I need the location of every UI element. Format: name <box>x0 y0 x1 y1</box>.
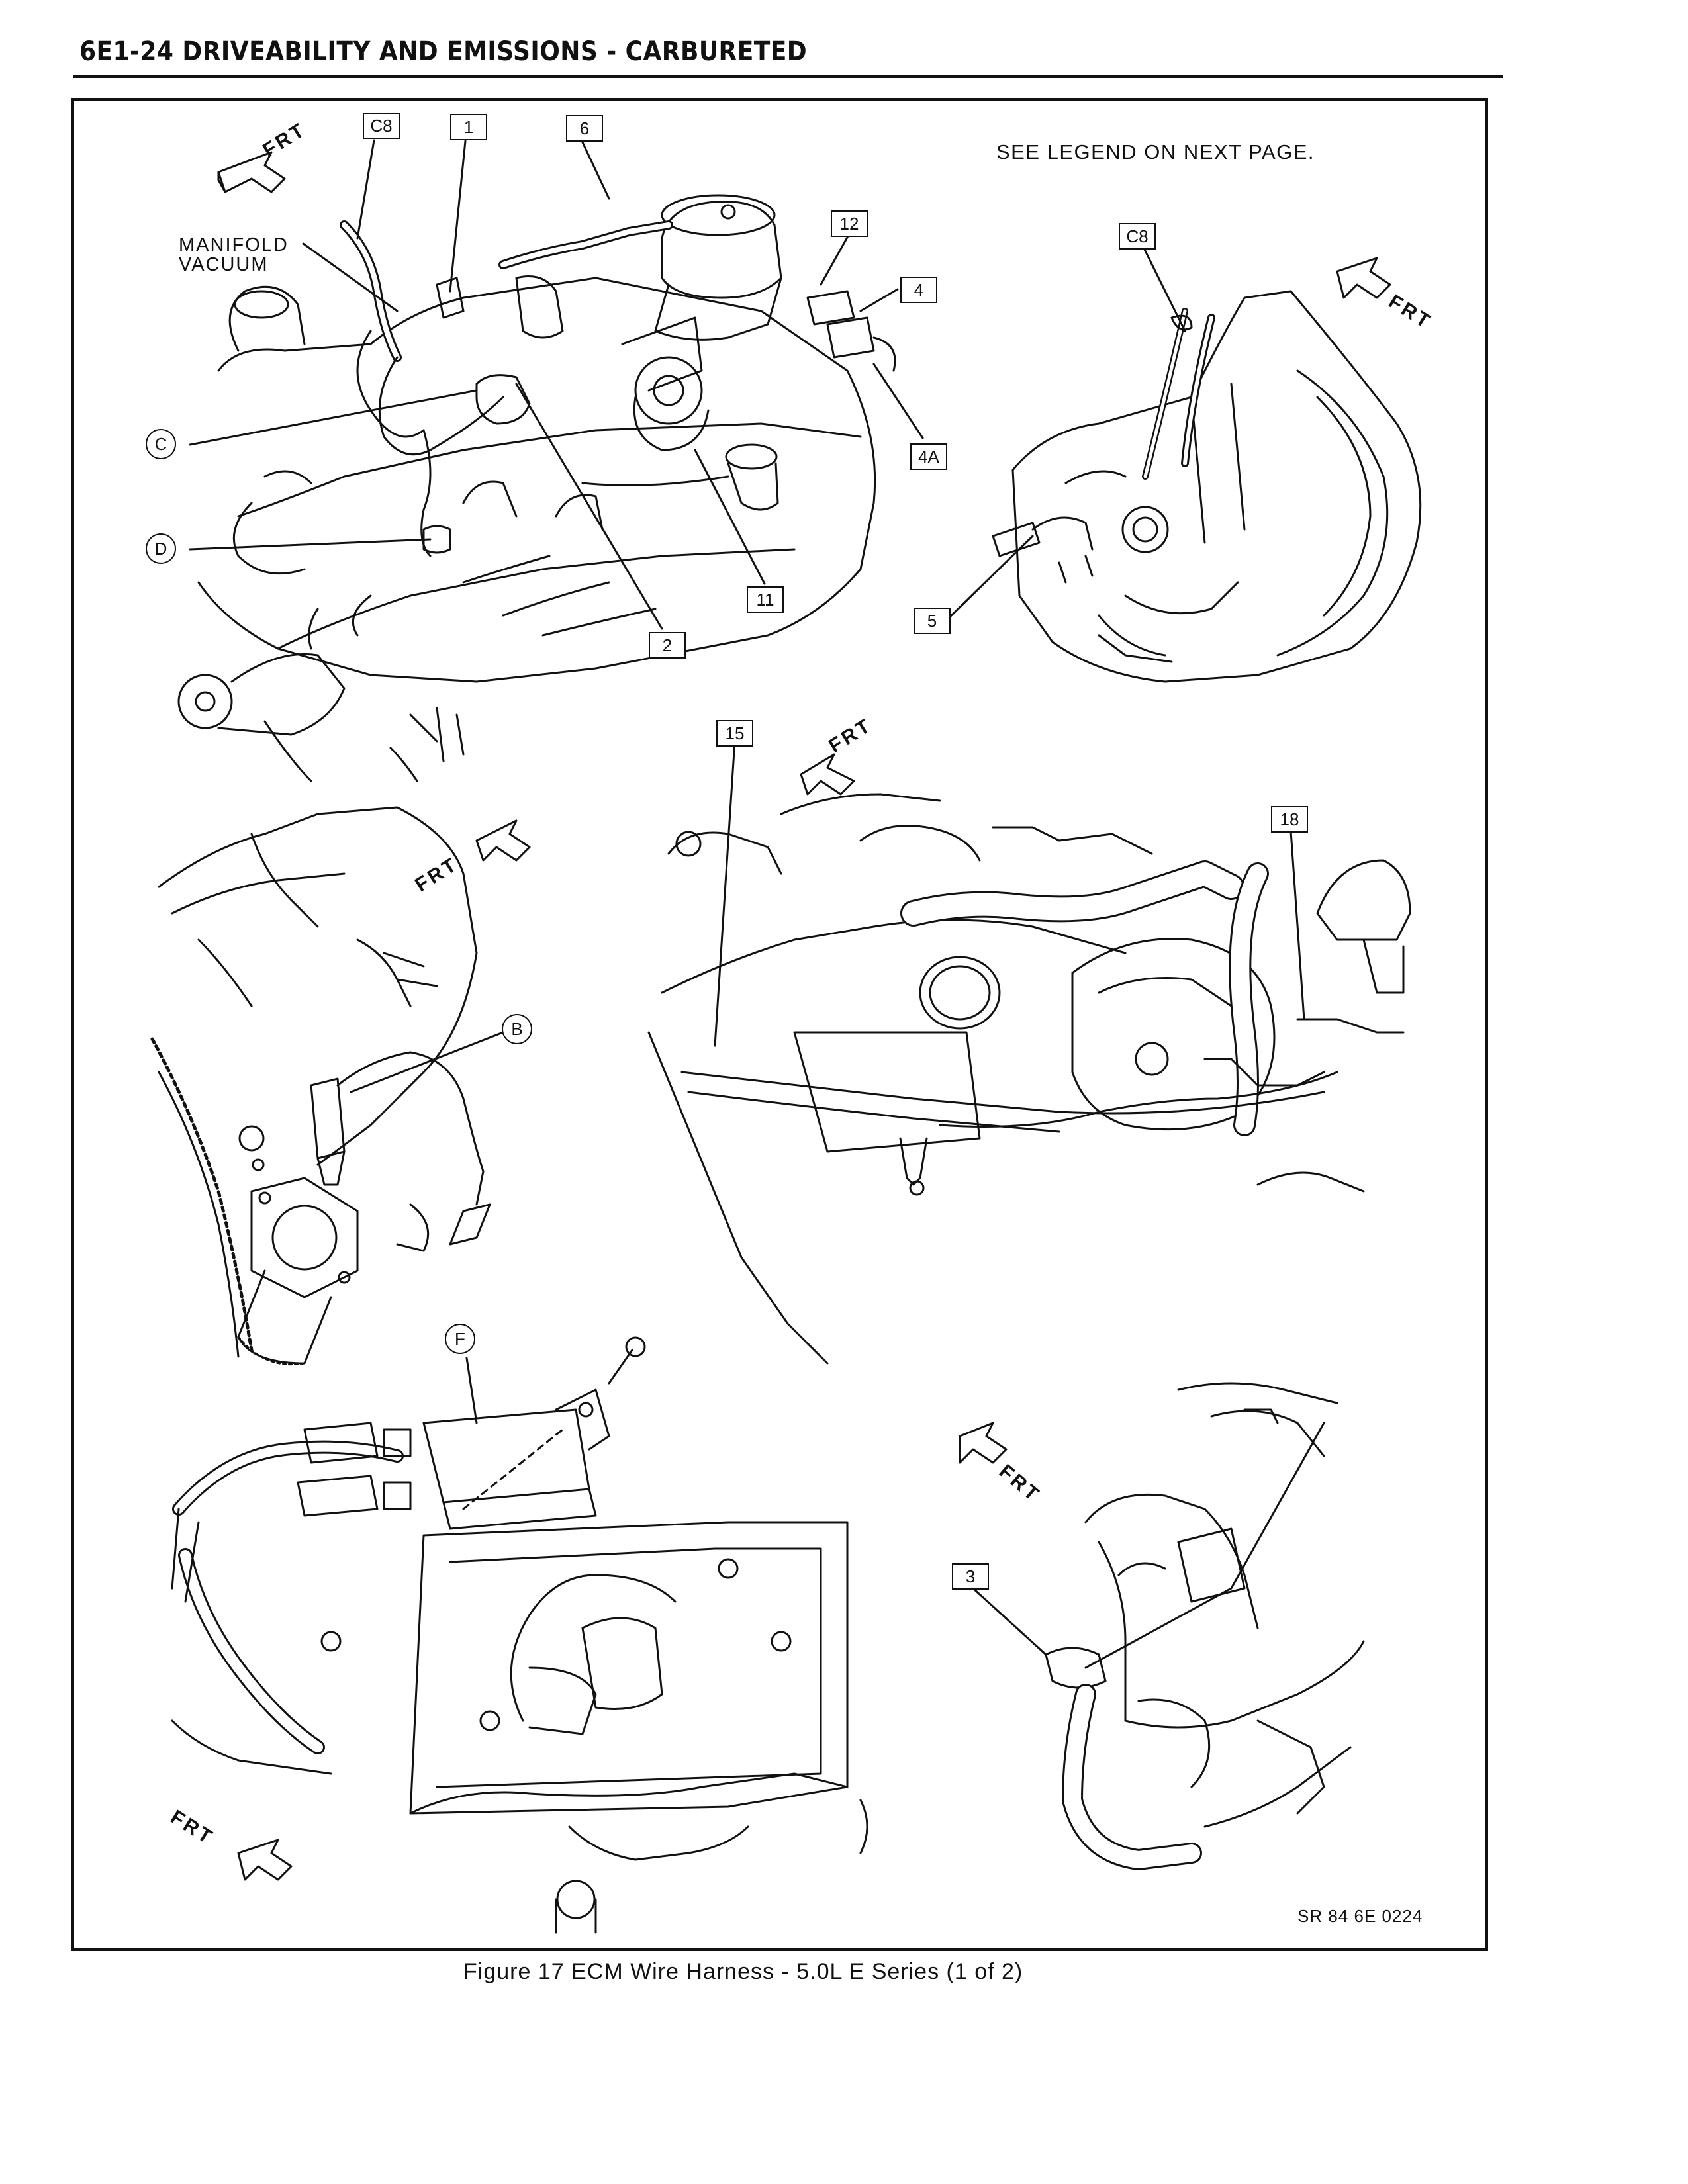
page-header: 6E1-24 DRIVEABILITY AND EMISSIONS - CARB… <box>79 36 808 67</box>
transmission-drawing <box>992 257 1422 683</box>
callout-f: F <box>445 1324 475 1354</box>
callout-c8-top: C8 <box>363 113 400 139</box>
alternator-leaders <box>714 740 1305 1047</box>
callout-5: 5 <box>914 608 951 634</box>
transmission-leaders <box>947 247 1186 620</box>
o2-leaders <box>350 1030 508 1093</box>
ecm-area-drawing <box>171 1336 868 1934</box>
callout-1: 1 <box>450 114 487 140</box>
o2-sensor-drawing <box>150 806 531 1366</box>
callout-4a: 4A <box>910 443 947 470</box>
manifold-line2: VACUUM <box>179 254 269 275</box>
top-leader-lines <box>189 139 924 630</box>
callout-6: 6 <box>566 115 603 142</box>
throttle-leaders <box>972 1587 1047 1656</box>
callout-d: D <box>146 533 176 564</box>
header-rule <box>73 75 1503 78</box>
callout-2: 2 <box>649 632 686 659</box>
manifold-vacuum-label: MANIFOLD VACUUM <box>179 235 289 275</box>
throttle-drawing <box>959 1382 1365 1870</box>
callout-4: 4 <box>900 277 937 303</box>
figure-frame <box>71 98 1488 1951</box>
figure-caption: Figure 17 ECM Wire Harness - 5.0L E Seri… <box>463 1959 1023 1984</box>
legend-note: SEE LEGEND ON NEXT PAGE. <box>996 140 1315 163</box>
callout-15: 15 <box>716 720 753 747</box>
callout-b: B <box>502 1014 532 1044</box>
callout-c: C <box>146 429 176 459</box>
manifold-line1: MANIFOLD <box>179 234 289 255</box>
callout-3: 3 <box>952 1563 989 1590</box>
callout-18: 18 <box>1271 806 1308 833</box>
ecm-leaders <box>465 1357 478 1424</box>
callout-12: 12 <box>831 210 868 237</box>
reference-code: SR 84 6E 0224 <box>1297 1906 1423 1926</box>
callout-11: 11 <box>747 586 784 613</box>
callout-c8-right: C8 <box>1119 223 1156 250</box>
alternator-drawing <box>647 753 1411 1365</box>
